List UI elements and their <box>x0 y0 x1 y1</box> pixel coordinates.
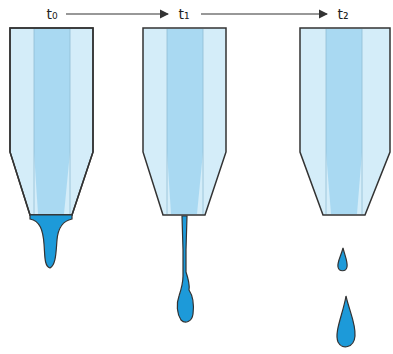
water-drop <box>338 248 347 271</box>
water-jet <box>177 216 193 322</box>
water-drop <box>30 215 72 268</box>
nozzle <box>10 28 93 215</box>
timeline-arrows <box>66 13 327 14</box>
nozzle <box>143 28 226 215</box>
time-label: t₁ <box>176 6 191 22</box>
nozzle <box>300 28 390 215</box>
time-label: t₀ <box>44 6 59 22</box>
water-drop <box>337 296 355 347</box>
time-label: t₂ <box>335 6 350 22</box>
